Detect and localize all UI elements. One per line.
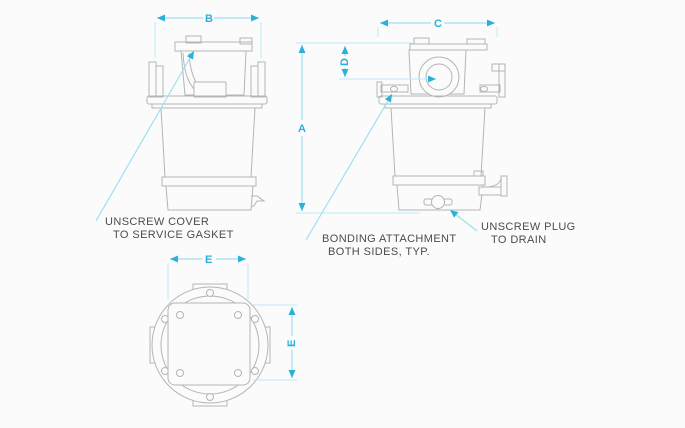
side-cover-lip — [466, 38, 486, 45]
drain-spout — [251, 195, 266, 207]
side-view — [376, 37, 508, 211]
dimension-e-width: E — [167, 254, 249, 300]
dimension-a: A — [296, 42, 420, 214]
side-body-base — [396, 184, 484, 211]
side-cover-knob — [413, 37, 430, 45]
cover-plate-top-view — [167, 302, 251, 386]
drain-plug — [431, 195, 445, 209]
right-port-flange-inner — [250, 65, 259, 98]
cover-corner-hole — [176, 369, 184, 377]
leader-bonding-attachment — [305, 93, 393, 241]
leader-unscrew-plug — [449, 209, 478, 232]
side-cover-plate — [409, 43, 488, 51]
flange-bolt-hole — [206, 289, 214, 297]
main-flange-lip — [151, 103, 263, 109]
right-bracket-arm — [479, 84, 501, 93]
outlet-arm — [478, 186, 503, 196]
outlet-end-plate — [500, 175, 508, 197]
annotation-unscrew-plug-line2: TO DRAIN — [491, 233, 547, 246]
side-flange-lip — [384, 103, 492, 109]
flange-bolt-hole — [251, 367, 259, 375]
inlet-bore — [425, 63, 453, 91]
cover-lip — [239, 37, 253, 45]
inlet-boss — [418, 56, 460, 98]
dimension-c: C — [377, 18, 498, 37]
annotation-bonding-line2: BOTH SIDES, TYP. — [328, 245, 430, 258]
annotation-bonding-line1: BONDING ATTACHMENT — [322, 233, 457, 245]
annotation-unscrew-cover: UNSCREW COVER TO SERVICE GASKET — [105, 216, 234, 241]
cover-body — [180, 50, 247, 96]
annotation-unscrew-cover-line1: UNSCREW COVER — [105, 216, 210, 228]
flange-bolt-hole — [206, 393, 214, 401]
cover-corner-hole — [234, 369, 242, 377]
body-base — [165, 185, 254, 211]
left-bonding-bolt — [390, 85, 398, 93]
front-view — [146, 35, 268, 211]
right-bonding-bolt — [480, 85, 488, 93]
cover-corner-hole — [234, 311, 242, 319]
side-body-band — [392, 175, 486, 186]
left-port-flange-inner — [155, 65, 164, 98]
annotation-bonding-attachment: BONDING ATTACHMENT BOTH SIDES, TYP. — [322, 233, 457, 258]
annotation-unscrew-plug: UNSCREW PLUG TO DRAIN — [481, 221, 576, 246]
cover-boss — [193, 81, 227, 98]
annotation-unscrew-plug-line1: UNSCREW PLUG — [481, 221, 576, 233]
flange-bolt-hole — [161, 315, 169, 323]
cover-corner-hole — [176, 311, 184, 319]
dim-label-a: A — [298, 123, 306, 135]
flange-bolt-hole — [161, 367, 169, 375]
body-band — [161, 176, 257, 187]
dimension-d: D — [339, 46, 436, 83]
dim-label-e-width: E — [205, 254, 212, 266]
dimension-b: B — [154, 13, 262, 58]
annotation-unscrew-cover-line2: TO SERVICE GASKET — [113, 228, 234, 241]
right-port-flange-outer — [257, 61, 266, 98]
outlet-gusset — [486, 177, 502, 188]
dimension-e-height: E — [253, 304, 298, 381]
leader-unscrew-cover — [95, 50, 195, 222]
strainer-body — [160, 107, 256, 178]
dim-label-c: C — [434, 18, 442, 30]
side-strainer-body — [390, 107, 486, 177]
left-port-flange-outer — [148, 61, 157, 98]
top-view — [149, 283, 271, 407]
dim-label-b: B — [205, 13, 213, 25]
flange-bolt-hole — [251, 315, 259, 323]
dim-label-d: D — [339, 58, 351, 66]
right-bracket-plate — [498, 63, 506, 98]
dim-label-e-height: E — [286, 340, 298, 347]
cover-knob — [185, 35, 202, 44]
